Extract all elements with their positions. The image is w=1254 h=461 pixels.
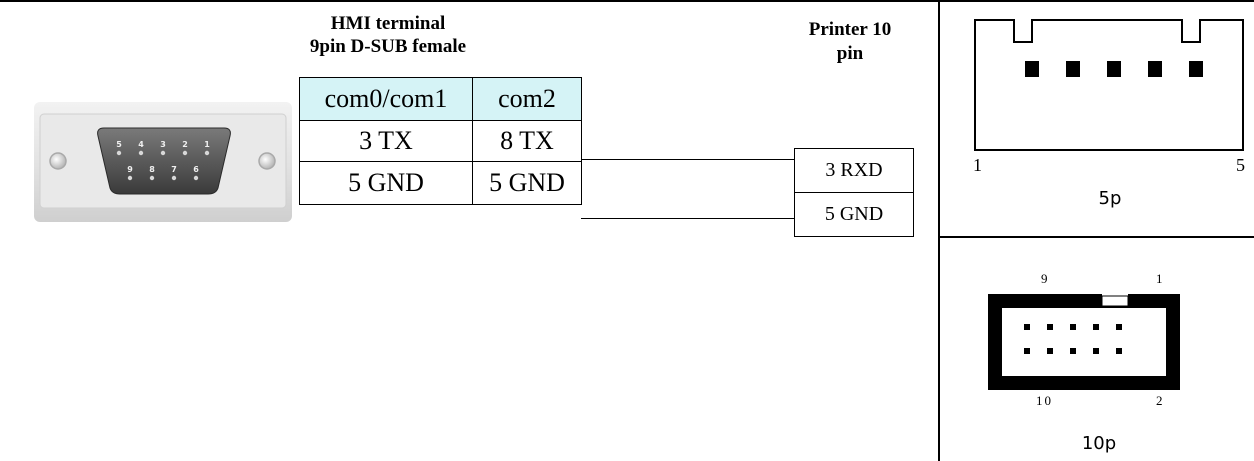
connector-10p-label-bottom-right: 2 [1156,393,1163,408]
printer-cell-gnd: 5 GND [794,192,914,237]
hmi-cell-com01-gnd: 5 GND [299,161,473,205]
table-row: 5 GND 5 GND [299,161,582,205]
table-row: 3 TX 8 TX [299,120,582,162]
hmi-pin-table: com0/com1 com2 3 TX 8 TX 5 GND 5 GND [299,77,582,205]
dsub-pin-dot [116,150,122,156]
connector-10p-label-top-left: 9 [1041,271,1048,286]
connector-5p-pin-left-label: 1 [973,155,982,175]
hmi-cell-com2-tx: 8 TX [472,120,582,162]
panel-divider-vertical [938,0,940,461]
dsub-pin-label: 7 [171,165,177,174]
pin-5p-5-icon [1189,61,1203,77]
hmi-title-line1: HMI terminal [330,13,446,34]
hmi-table-header-row: com0/com1 com2 [299,77,582,121]
dsub-pin-dot [138,150,144,156]
panel-divider-horizontal [938,236,1254,238]
printer-cell-rxd: 3 RXD [794,148,914,193]
table-row: 3 RXD [794,148,914,193]
wire-tx-rxd [581,159,794,160]
hmi-cell-com01-tx: 3 TX [299,120,473,162]
bottom-pin-row: 9 8 7 6 [127,165,199,181]
dsub-pin-label: 5 [116,140,122,149]
dsub-pin-label: 6 [193,165,199,174]
column-header-com0-com1: com0/com1 [299,77,473,121]
connector-10p-label: 10p [1081,433,1117,454]
pin-5p-2-icon [1066,61,1080,77]
hmi-title-line2: 9pin D-SUB female [309,36,467,57]
hmi-cell-com2-gnd: 5 GND [472,161,582,205]
pin-5p-4-icon [1148,61,1162,77]
connector-10p-pin-grid [1024,324,1122,354]
pin-5p-3-icon [1107,61,1121,77]
dsub-pin-label: 1 [204,140,210,149]
connector-10p-key-notch [1101,295,1129,307]
printer-pin-table: 3 RXD 5 GND [794,148,914,237]
connector-shell [97,127,231,195]
dsub-pin-label: 8 [149,165,155,174]
pin-5p-1-icon [1025,61,1039,77]
printer-title-line2: pin [836,43,864,64]
dsub-pin-dot [127,175,133,181]
dsub-pin-label: 4 [138,140,144,149]
connector-5p-housing [974,19,1244,151]
connector-10p-label-top-right: 1 [1156,271,1163,286]
top-border [0,0,1254,2]
dsub-pin-dot [182,150,188,156]
dsub-pin-label: 3 [160,140,166,149]
column-header-com2: com2 [472,77,582,121]
connector-10p-diagram [988,294,1180,390]
dsub-pin-dot [204,150,210,156]
right-screw-icon [258,152,276,170]
dsub-pin-label: 2 [182,140,188,149]
dsub9-connector-image: 5 4 3 2 1 9 8 7 6 [34,102,292,222]
hmi-title: HMI terminal 9pin D-SUB female [300,12,476,58]
top-pin-row: 5 4 3 2 1 [116,140,210,156]
connector-5p-pin-right-label: 5 [1236,155,1245,175]
connector-5p-label: 5p [1098,188,1122,209]
table-row: 5 GND [794,192,914,237]
connector-10p-label-bottom-left: 10 [1036,393,1053,408]
dsub-pin-dot [160,150,166,156]
dsub-pin-label: 9 [127,165,133,174]
left-screw-icon [49,152,67,170]
connector-5p-diagram [974,19,1244,151]
dsub-pin-dot [193,175,199,181]
wire-gnd-gnd [581,218,794,219]
dsub-pin-dot [171,175,177,181]
connector-10p-housing [988,294,1180,390]
printer-title: Printer 10 pin [786,18,914,66]
dsub-pin-dot [149,175,155,181]
printer-title-line1: Printer 10 [808,19,892,40]
